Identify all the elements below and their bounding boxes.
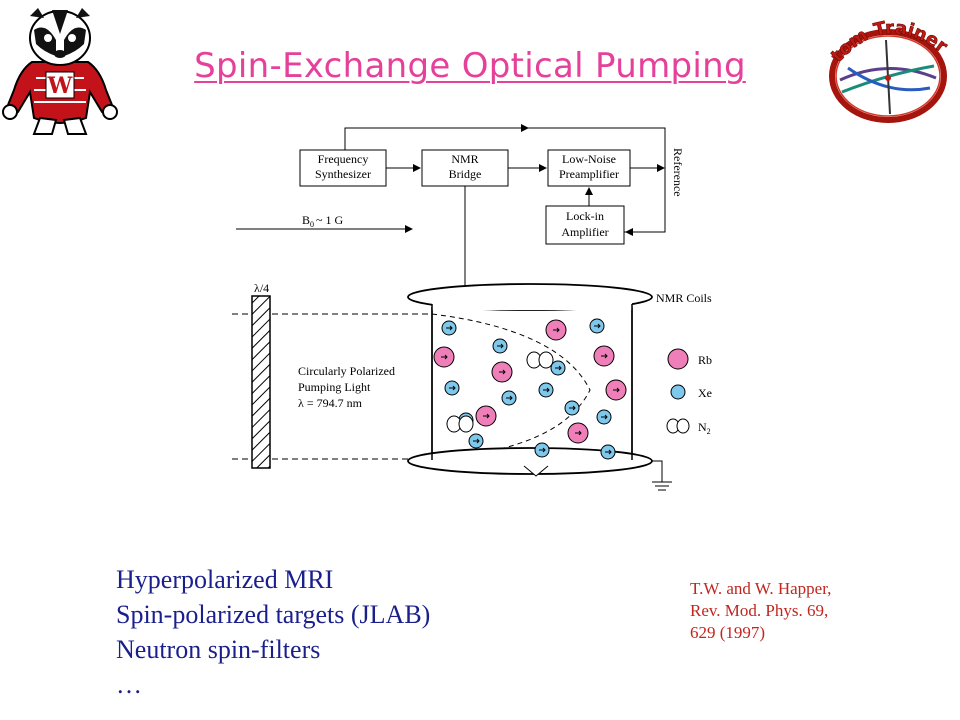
application-item: Spin-polarized targets (JLAB): [116, 600, 431, 629]
rb-atom-icon: [567, 422, 589, 444]
xe-atom-icon: [534, 442, 550, 458]
waveplate-label: λ/4: [254, 281, 269, 295]
light-label-line1: Circularly Polarized: [298, 364, 395, 378]
xe-atom-icon: [538, 382, 554, 398]
legend: Rb Xe N2: [666, 348, 712, 436]
coils-label: NMR Coils: [656, 291, 712, 305]
lockin-line2: Amplifier: [561, 225, 608, 239]
light-label-line2: Pumping Light: [298, 380, 371, 394]
n2-molecule-icon: [526, 351, 554, 369]
xe-atom-icon: [564, 400, 580, 416]
nmr-bridge-block: NMR Bridge: [421, 149, 509, 187]
reference-label: Reference: [671, 148, 685, 197]
preamplifier-block: Low-Noise Preamplifier: [547, 149, 631, 187]
quarter-waveplate: λ/4: [251, 281, 271, 469]
xe-atom-icon: [492, 338, 508, 354]
rb-atom-icon: [475, 405, 497, 427]
xe-atom-icon: [596, 409, 612, 425]
xe-atom-icon: [441, 320, 457, 336]
citation-line: T.W. and W. Happer,: [690, 579, 832, 598]
field-label: B0~ 1 G: [302, 213, 344, 229]
rb-atom-icon: [605, 379, 627, 401]
atoms-group: [433, 318, 627, 460]
svg-text:W: W: [47, 73, 73, 99]
application-item: Hyperpolarized MRI: [116, 565, 334, 594]
legend-rb: Rb: [698, 353, 712, 367]
slide-title: Spin-Exchange Optical Pumping: [194, 46, 746, 86]
preamp-line2: Preamplifier: [559, 167, 619, 181]
legend-n2: N2: [698, 420, 711, 436]
n2-molecule-icon: [446, 415, 474, 433]
lockin-amplifier-block: Lock-in Amplifier: [545, 205, 625, 245]
rb-atom-icon: [593, 345, 615, 367]
freq-synth-line2: Synthesizer: [315, 167, 371, 181]
frequency-synthesizer-block: Frequency Synthesizer: [299, 149, 387, 187]
xe-atom-icon: [589, 318, 605, 334]
preamp-line1: Low-Noise: [562, 152, 616, 166]
rb-atom-icon: [491, 361, 513, 383]
xe-atom-icon: [600, 444, 616, 460]
citation-line: Rev. Mod. Phys. 69,: [690, 601, 829, 620]
applications-list: Hyperpolarized MRI Spin-polarized target…: [116, 562, 430, 702]
xe-atom-icon: [444, 380, 460, 396]
atom-trainers-logo-icon: Atom Trainers: [822, 18, 952, 123]
application-item: …: [116, 670, 142, 699]
citation: T.W. and W. Happer, Rev. Mod. Phys. 69, …: [690, 578, 831, 644]
rb-atom-icon: [433, 346, 455, 368]
application-item: Neutron spin-filters: [116, 635, 321, 664]
rb-atom-icon: [545, 319, 567, 341]
lockin-line1: Lock-in: [566, 209, 604, 223]
nmr-bridge-line2: Bridge: [449, 167, 482, 181]
xe-atom-icon: [468, 433, 484, 449]
nmr-bridge-line1: NMR: [451, 152, 478, 166]
legend-xe: Xe: [698, 386, 712, 400]
badger-mascot-icon: W: [2, 8, 118, 135]
xe-atom-icon: [501, 390, 517, 406]
xe-atom-icon: [550, 360, 566, 376]
freq-synth-line1: Frequency: [318, 152, 369, 166]
citation-line: 629 (1997): [690, 623, 766, 642]
light-label-line3: λ = 794.7 nm: [298, 396, 363, 410]
